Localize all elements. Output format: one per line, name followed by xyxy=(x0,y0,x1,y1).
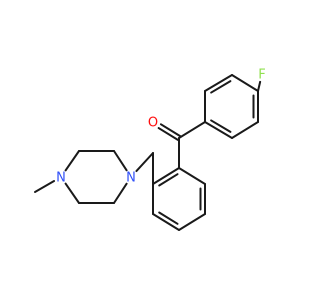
ring2-bond xyxy=(152,167,180,185)
nitrogen-label-2: N xyxy=(56,171,66,186)
ring2-bond xyxy=(178,167,206,185)
ketone-ring1-bond xyxy=(178,121,206,139)
oxygen-atom: O xyxy=(146,115,160,131)
ring1-bond xyxy=(204,74,233,92)
fluorine-atom-bg xyxy=(255,67,269,81)
ring1-bond xyxy=(204,121,233,139)
piperazine-bond xyxy=(64,150,80,172)
c-f-bond xyxy=(257,80,262,92)
ring2-inner-bond xyxy=(158,173,179,187)
n-methyl-bond xyxy=(34,179,56,193)
ring1-inner-bond xyxy=(210,119,232,133)
ring2-bond xyxy=(178,213,206,231)
atom-layer: F O N N xyxy=(54,67,269,186)
nitrogen-atom-1: N xyxy=(124,170,138,186)
nitrogen-atom-1-bg xyxy=(124,170,138,184)
fluorine-atom: F xyxy=(255,67,269,83)
ch2-n-bond xyxy=(135,152,154,173)
ring2-inner-bond xyxy=(158,211,179,225)
oxygen-label: O xyxy=(148,116,158,131)
carbonyl-double-bond-2 xyxy=(157,127,179,141)
carbonyl-double-bond-1 xyxy=(159,123,182,138)
molecule-structure: F O N N xyxy=(34,67,269,231)
ring1-bond xyxy=(231,121,259,139)
oxygen-atom-bg xyxy=(146,115,160,129)
ring1-bond xyxy=(231,74,259,92)
nitrogen-atom-2-bg xyxy=(54,170,68,184)
ring1-inner-bond xyxy=(210,80,232,94)
piperazine-bond xyxy=(64,182,80,204)
fluorine-label: F xyxy=(258,68,265,83)
molecule-canvas: F O N N xyxy=(34,67,269,231)
nitrogen-atom-2: N xyxy=(54,170,68,186)
ring2-bond xyxy=(152,213,180,231)
bond-layer xyxy=(34,74,262,231)
nitrogen-label-1: N xyxy=(126,171,136,186)
piperazine-bond xyxy=(113,150,128,172)
piperazine-bond xyxy=(113,182,128,204)
